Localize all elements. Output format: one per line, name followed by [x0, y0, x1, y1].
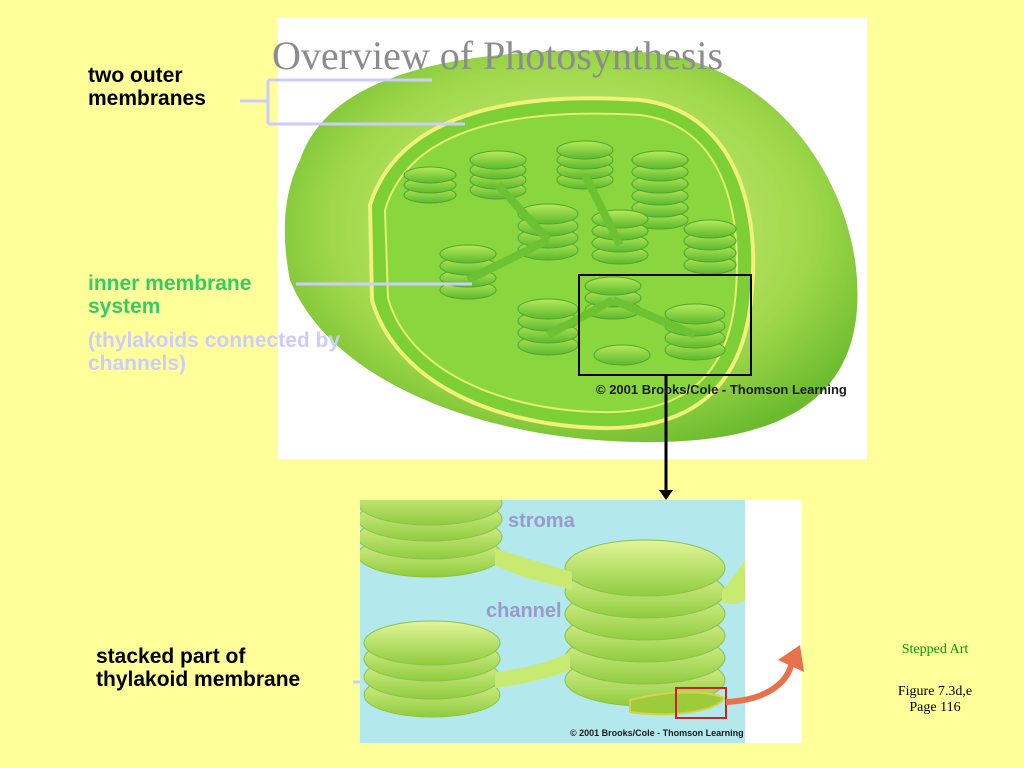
copyright-bottom: © 2001 Brooks/Cole - Thomson Learning [570, 728, 744, 738]
thylakoids-note-line2: channels) [88, 352, 187, 375]
stacked-thylakoid-label: stacked part of thylakoid membrane [96, 645, 300, 691]
grana-stacks [403, 140, 737, 366]
stroma-label: stroma [508, 510, 575, 532]
slide-title: Overview of Photosynthesis [272, 33, 724, 78]
stepped-art-arrow [725, 645, 804, 705]
outer-membranes-label-line2: membranes [88, 87, 206, 110]
zoom-arrow-head [659, 490, 673, 500]
outer-membranes-label-line1: two outer [88, 64, 183, 87]
page-number: Page 116 [909, 700, 961, 715]
inner-membrane-label-line1: inner membrane [88, 272, 252, 295]
channel-label: channel [486, 600, 562, 622]
stepped-art-note: Stepped Art [901, 642, 969, 657]
stacked-thylakoid-label-line1: stacked part of [96, 645, 246, 668]
thylakoids-note-line1: (thylakoids connected by [88, 329, 341, 352]
copyright-top: © 2001 Brooks/Cole - Thomson Learning [596, 382, 847, 397]
inner-membrane-label-line2: system [88, 295, 161, 318]
inner-membrane-label: inner membrane system [88, 272, 251, 318]
figure-number: Figure 7.3d,e [897, 684, 973, 699]
outer-membranes-label: two outer membranes [88, 64, 206, 110]
figure-reference: Figure 7.3d,e Page 116 [875, 684, 995, 716]
thylakoid-closeup-art [360, 500, 745, 743]
thylakoids-note: (thylakoids connected by channels) [88, 329, 340, 375]
stacked-thylakoid-label-line2: thylakoid membrane [96, 668, 301, 691]
